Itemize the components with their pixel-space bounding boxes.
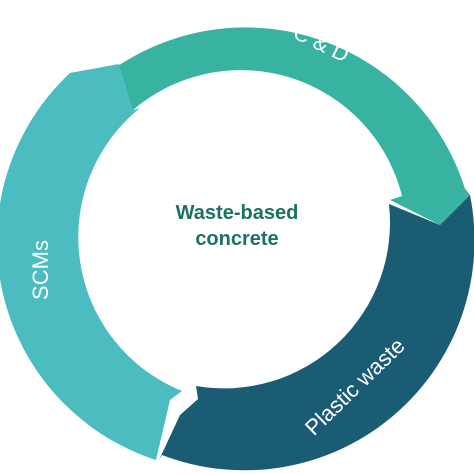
- segment-scms-arrow: [0, 64, 182, 460]
- center-title-line2: concrete: [195, 228, 279, 250]
- segment-cd-arrow: [70, 27, 470, 226]
- segment-plastic-arrow: [159, 195, 474, 471]
- center-title-line1: Waste-based: [175, 202, 299, 224]
- center-title: Waste-based concrete: [137, 200, 337, 252]
- segment-label-scms: SCMs: [28, 240, 53, 300]
- svg-text:SCMs: SCMs: [28, 240, 53, 300]
